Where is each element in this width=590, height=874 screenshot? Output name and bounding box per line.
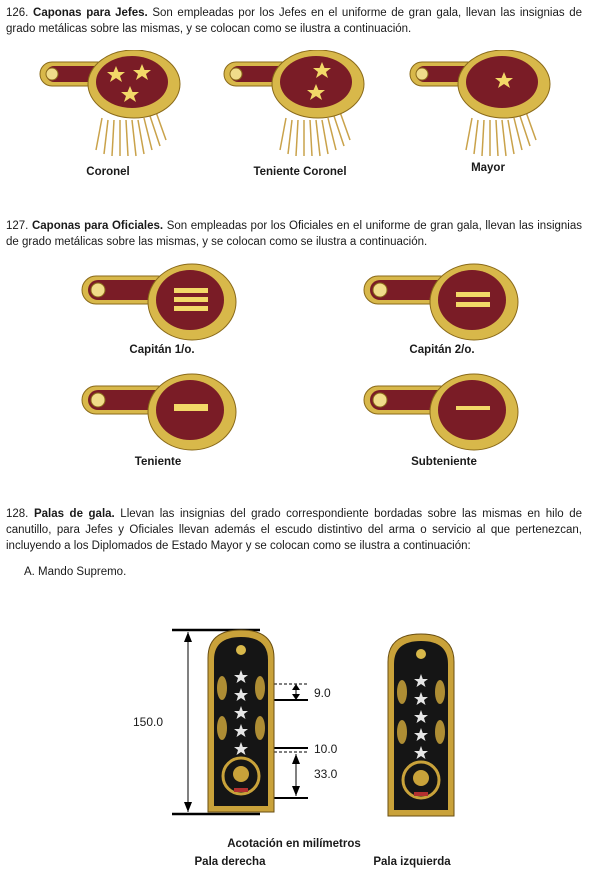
pala-izquierda-image <box>387 633 455 817</box>
section-128-text: 128. Palas de gala. Llevan las insignias… <box>6 508 582 552</box>
capona-teniente-label: Teniente <box>134 456 182 468</box>
capona-coronel-image <box>39 50 181 157</box>
capona-subteniente-label: Subteniente <box>411 456 477 468</box>
capona-subteniente-image <box>363 373 519 451</box>
pala-derecha-image <box>207 629 275 813</box>
capona-teniente-image <box>81 373 237 451</box>
capona-capitan-1-image <box>81 263 237 341</box>
section-126-text: 126. Caponas para Jefes. Son empleadas p… <box>6 7 583 35</box>
capona-mayor-label: Mayor <box>471 162 505 174</box>
capona-capitan-2-image <box>363 263 519 341</box>
capona-capitan-1-label: Capitán 1/o. <box>129 344 195 356</box>
dim-emblem: 33.0 <box>314 767 338 781</box>
capona-coronel-label: Coronel <box>86 166 130 178</box>
caption-acotacion: Acotación en milímetros <box>227 838 361 850</box>
capona-capitan-2-label: Capitán 2/o. <box>409 344 475 356</box>
dim-gap2: 10.0 <box>314 742 338 756</box>
capona-mayor-image <box>409 50 551 157</box>
caption-pala-izquierda: Pala izquierda <box>373 856 451 868</box>
capona-teniente-coronel-label: Teniente Coronel <box>253 166 347 178</box>
section-127-text: 127. Caponas para Oficiales. Son emplead… <box>6 220 582 248</box>
caption-pala-derecha: Pala derecha <box>194 856 266 868</box>
subsection-mando-supremo: A. Mando Supremo. <box>24 566 127 578</box>
dim-total: 150.0 <box>133 715 164 729</box>
dim-star-gap: 9.0 <box>314 686 331 700</box>
capona-teniente-coronel-image <box>223 50 365 157</box>
